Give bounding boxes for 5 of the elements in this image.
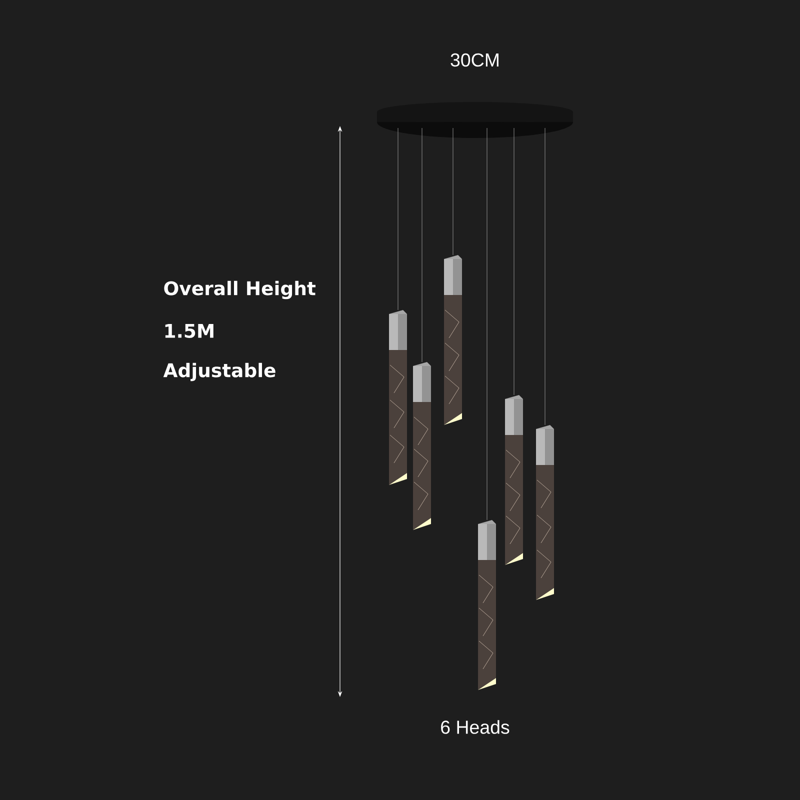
- dimension-label: Adjustable: [163, 362, 276, 382]
- dimension-label: Overall Height: [164, 280, 316, 300]
- dimension-label: 6 Heads: [441, 720, 510, 734]
- dimension-label: 1.5M: [165, 324, 214, 338]
- dimension-label: 30CM: [450, 53, 498, 67]
